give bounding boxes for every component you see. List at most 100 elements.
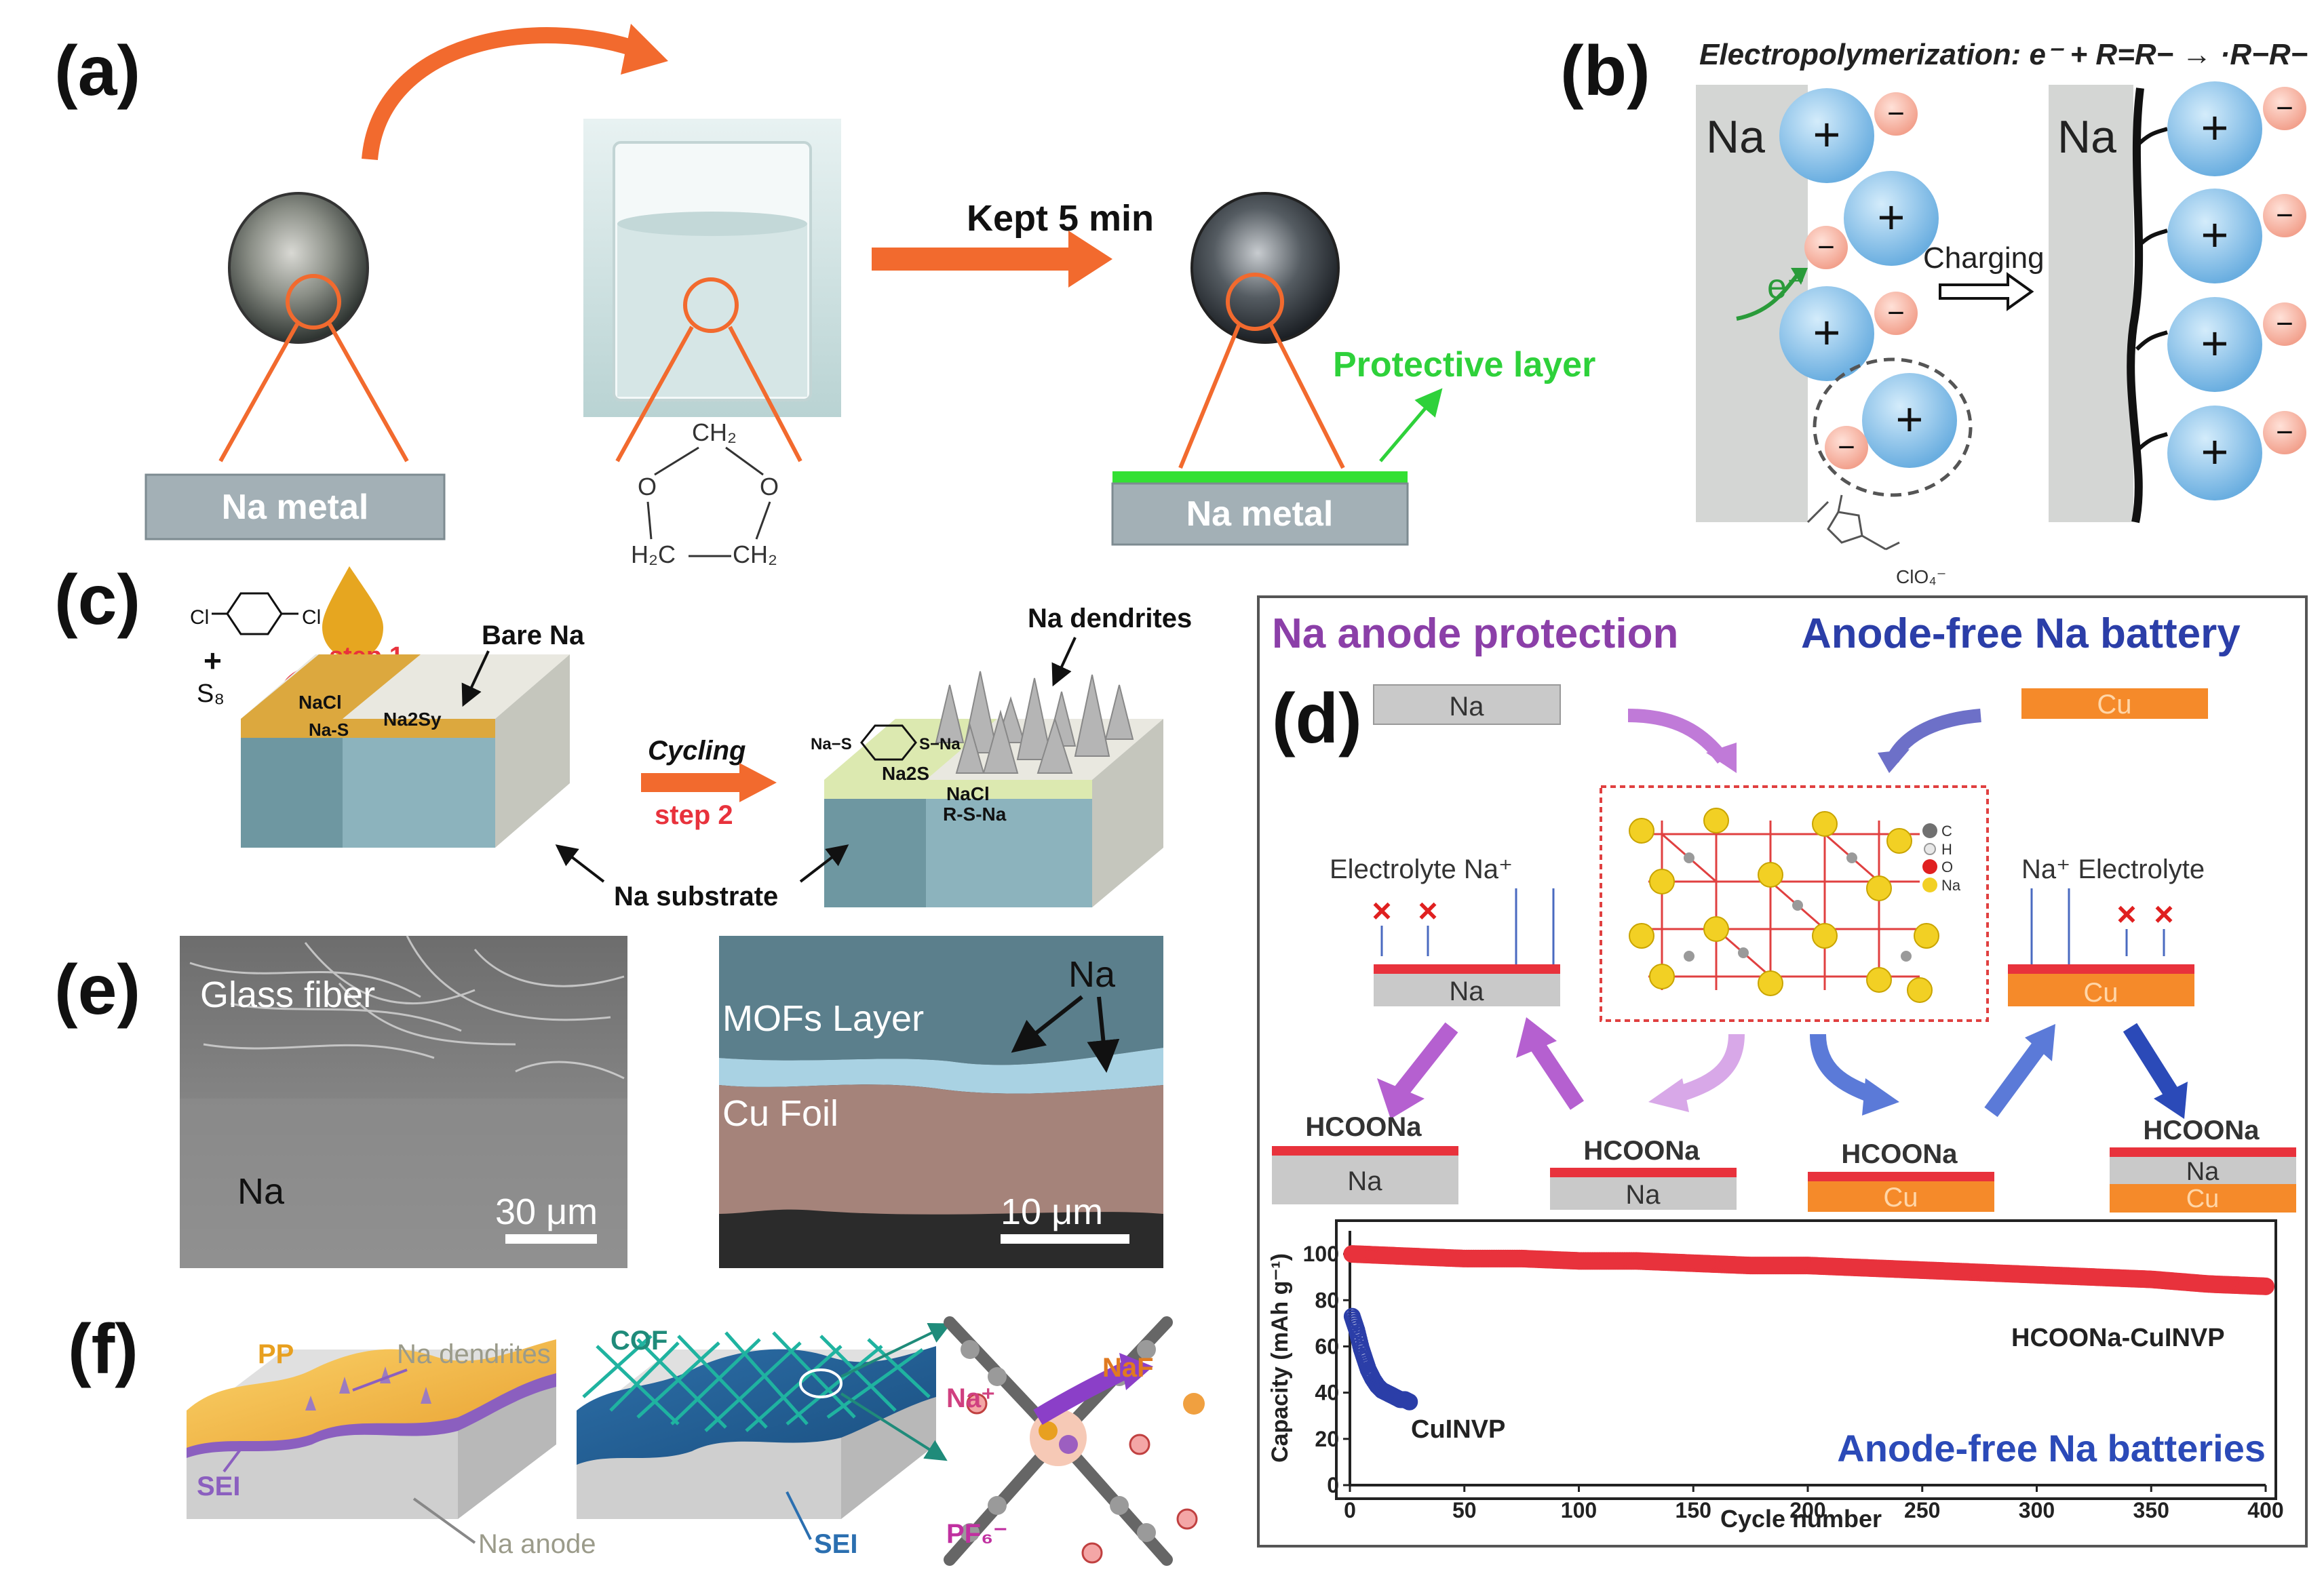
na-label-sem1: Na [237, 1171, 285, 1212]
svg-text:+: + [2201, 101, 2229, 154]
svg-text:+: + [2201, 317, 2229, 370]
svg-text:C: C [1941, 823, 1952, 840]
na-metal-bar-right [1111, 482, 1409, 546]
electron-label: e⁻ [1767, 267, 1805, 307]
data-point-hcoona-cuinvp [2257, 1277, 2274, 1295]
panel-b-label: (b) [1560, 32, 1650, 111]
svg-text:−: − [1817, 231, 1835, 264]
svg-text:−: − [2276, 92, 2293, 125]
ion-pairs-right: + − + − + − + − [2167, 81, 2306, 500]
na-label-left: Na [1706, 111, 1765, 163]
svg-text:O: O [638, 473, 657, 500]
svg-text:Na−S: Na−S [811, 735, 852, 753]
svg-text:Cu: Cu [2083, 978, 2118, 1008]
svg-text:O: O [1941, 859, 1953, 875]
series-label-hcoona-cuinvp: HCOONa-CuINVP [2011, 1324, 2225, 1352]
kept-5min-label: Kept 5 min [967, 198, 1154, 239]
svg-text:O: O [760, 473, 779, 500]
panel-d-label: (d) [1272, 679, 1362, 758]
x-tick-label: 200 [1789, 1498, 1825, 1522]
chart-annotation: Anode-free Na batteries [1837, 1427, 2266, 1470]
svg-text:+: + [1878, 191, 1905, 243]
sei-label-2: SEI [814, 1529, 857, 1559]
hcoona-stack-1: HCOONa Na [1272, 1112, 1458, 1204]
x-tick-label: 250 [1904, 1498, 1940, 1522]
svg-text:S₈: S₈ [197, 679, 225, 708]
svg-text:−: − [1887, 97, 1905, 130]
protective-layer-strip [1112, 471, 1408, 484]
svg-text:×: × [2116, 895, 2136, 933]
charging-arrow [1939, 272, 2034, 311]
na-substrate-label: Na substrate [614, 882, 778, 911]
panel-c-label: (c) [54, 561, 140, 639]
polymer-layer [2127, 87, 2144, 524]
zoom-circle-2 [683, 277, 739, 333]
pp-label: PP [258, 1339, 294, 1369]
panel-a-label: (a) [54, 32, 140, 111]
cof-pore-illustration [944, 1316, 1205, 1566]
series-label-cuinvp: CuINVP [1411, 1415, 1505, 1444]
cycling-label: Cycling [648, 736, 745, 766]
svg-text:−: − [1838, 431, 1855, 464]
svg-text:S−Na: S−Na [919, 735, 961, 753]
panel-f-label: (f) [68, 1310, 138, 1389]
svg-text:R-S-Na: R-S-Na [943, 804, 1007, 825]
na-metal-label-right: Na metal [1186, 494, 1334, 534]
svg-text:+: + [204, 643, 222, 678]
y-tick-label: 40 [1315, 1381, 1339, 1405]
anode-free-heading: Anode-free Na battery [1801, 610, 2241, 657]
protective-layer-label: Protective layer [1333, 345, 1595, 385]
panel-c: (c) Cl Cl + S₈ step 1 Na-S NaCl Na2Sy Ba… [54, 561, 1192, 911]
svg-text:+: + [1813, 306, 1841, 359]
na-electrode-right [2049, 85, 2133, 522]
droplet-icon [322, 566, 383, 659]
cycling-arrow [739, 763, 777, 802]
panel-d: Na anode protection Anode-free Na batter… [1257, 595, 2308, 1548]
pp-separator [187, 1339, 556, 1448]
y-axis-label: Capacity (mAh g⁻¹) [1267, 1253, 1293, 1463]
electropolymerization-header: Electropolymerization: e⁻ + R=R− → ·R−R− [1699, 38, 2308, 71]
na-dendrites-label: Na dendrites [1028, 604, 1192, 633]
reaction-arrows [1377, 1017, 2188, 1119]
na-anode-protection-heading: Na anode protection [1272, 610, 1678, 657]
panel-f: (f) PP Na dendrites SEI Na anode COF SEI [68, 1310, 1205, 1566]
na-metal-label-left: Na metal [222, 488, 369, 527]
perchlorate-label: ClO₄⁻ [1896, 566, 1946, 587]
svg-text:Na2S: Na2S [882, 763, 929, 784]
electron-arrow [1736, 273, 1800, 321]
na-dendrites-label-f: Na dendrites [397, 1339, 551, 1369]
svg-text:−: − [2276, 199, 2293, 232]
dendrite-spikes [935, 671, 1134, 774]
svg-text:Cu: Cu [1883, 1183, 1918, 1213]
bare-na-label: Bare Na [482, 620, 585, 650]
na-label-sem2: Na [1068, 954, 1116, 995]
pf6-label: PF₆⁻ [946, 1519, 1007, 1549]
protected-surface-top [241, 654, 421, 719]
charging-label: Charging [1923, 241, 2045, 275]
svg-text:Cu: Cu [2097, 690, 2131, 720]
x-tick-label: 50 [1452, 1498, 1477, 1522]
svg-text:NaCl: NaCl [298, 692, 342, 713]
naf-label: NaF [1102, 1353, 1154, 1383]
svg-text:Na: Na [1449, 692, 1484, 722]
glass-fiber-label: Glass fiber [200, 974, 375, 1015]
x-tick-label: 350 [2133, 1498, 2169, 1522]
cof-label: COF [611, 1326, 667, 1356]
svg-text:×: × [1418, 892, 1437, 930]
zoom-circle-3 [1226, 273, 1284, 331]
svg-text:−: − [2276, 307, 2293, 340]
scalebar-label-30um: 30 μm [495, 1191, 598, 1232]
sodium-formate-crystal [1629, 808, 1939, 1003]
svg-text:Na: Na [1941, 877, 1961, 894]
panel-b: (b) Electropolymerization: e⁻ + R=R− → ·… [1560, 32, 2308, 587]
y-tick-label: 20 [1315, 1427, 1339, 1451]
svg-text:+: + [2201, 425, 2229, 478]
svg-text:−: − [1887, 296, 1905, 330]
x-tick-label: 400 [2247, 1498, 2283, 1522]
x-tick-label: 0 [1344, 1498, 1356, 1522]
svg-text:+: + [1813, 108, 1841, 161]
scalebar-10um [1001, 1234, 1129, 1244]
panel-e: (e) Glass fiber Na 30 μm MOFs Layer Cu F… [54, 935, 1163, 1268]
svg-text:Cu: Cu [2186, 1185, 2220, 1213]
